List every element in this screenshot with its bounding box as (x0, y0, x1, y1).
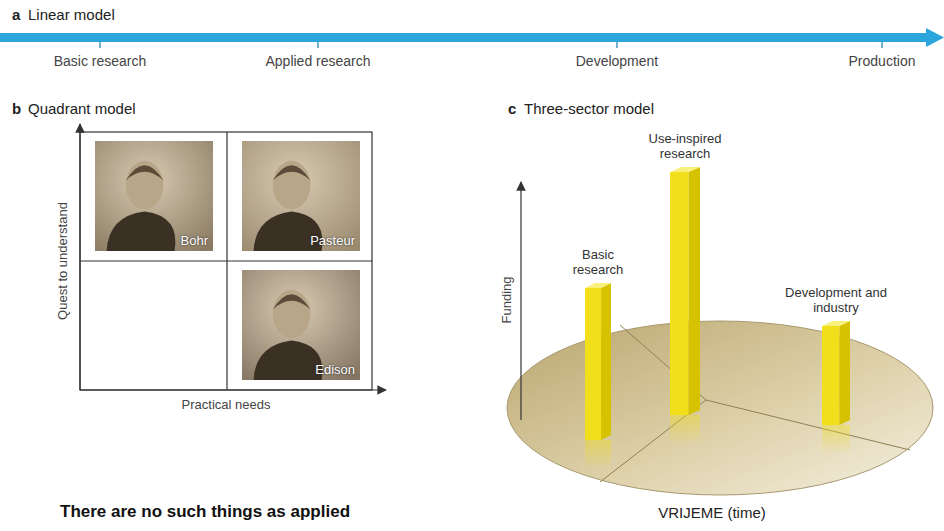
axis-label: Practical needs (182, 398, 271, 413)
bar-reflection (585, 440, 611, 470)
portrait-photo: Edison (242, 270, 360, 380)
time-label: VRIJEME (time) (658, 504, 766, 521)
stage-label: Basic research (54, 53, 147, 69)
portrait-face (273, 161, 311, 209)
bar-label: Development and industry (784, 286, 888, 316)
portrait-photo: Bohr (95, 141, 213, 251)
funding-bar: Development and industry (822, 326, 850, 425)
bar-top (670, 167, 700, 172)
portrait-face (273, 290, 311, 338)
bar-front (585, 288, 601, 440)
panel-title: Three-sector model (524, 100, 654, 117)
quote-text: There are no such things as applied (60, 502, 350, 522)
portrait-name: Pasteur (310, 233, 355, 248)
bar-reflection (670, 415, 700, 445)
bar-label: Use-inspired research (637, 132, 733, 162)
funding-bar: Use-inspired research (670, 172, 700, 415)
portrait-name: Bohr (181, 233, 208, 248)
portrait-photo: Pasteur (242, 141, 360, 251)
stage-label: Applied research (265, 53, 370, 69)
panel-letter: b (12, 100, 21, 117)
photo-ground (242, 270, 360, 380)
bar-side (839, 321, 850, 425)
bar-art (585, 282, 611, 474)
bar-art (670, 166, 700, 449)
quadrant-grid (80, 124, 386, 390)
portrait-face (126, 161, 164, 209)
photo-ground (242, 141, 360, 251)
portrait-hair (273, 165, 311, 180)
bar-top (822, 321, 850, 326)
timeline-bar (0, 33, 930, 42)
sector-disc (507, 321, 933, 495)
portrait-shoulders (107, 211, 176, 251)
bar-side (601, 283, 611, 440)
panel-title: Linear model (28, 6, 115, 23)
stage-label: Development (576, 53, 659, 69)
axis-label: Quest to understand (56, 202, 71, 320)
bar-top (585, 283, 611, 288)
portrait-shoulders (254, 340, 323, 380)
bar-front (670, 172, 689, 415)
bar-front (822, 326, 839, 425)
funding-axis (520, 182, 521, 420)
panel-title: Quadrant model (28, 100, 136, 117)
panel-letter: c (508, 100, 516, 117)
portrait-name: Edison (315, 362, 355, 377)
timeline-ticks (100, 42, 882, 48)
bar-reflection (822, 425, 850, 455)
funding-bar: Basic research (585, 288, 611, 440)
bar-label: Basic research (566, 248, 630, 278)
photo-ground (95, 141, 213, 251)
stage-label: Production (849, 53, 916, 69)
panel-letter: a (12, 6, 20, 23)
axis-label: Funding (500, 277, 515, 324)
portrait-hair (126, 165, 164, 180)
sector-dividers (600, 325, 910, 482)
bar-side (689, 167, 700, 415)
timeline-arrowhead (926, 28, 944, 47)
bar-art (822, 320, 850, 459)
portrait-hair (273, 294, 311, 309)
